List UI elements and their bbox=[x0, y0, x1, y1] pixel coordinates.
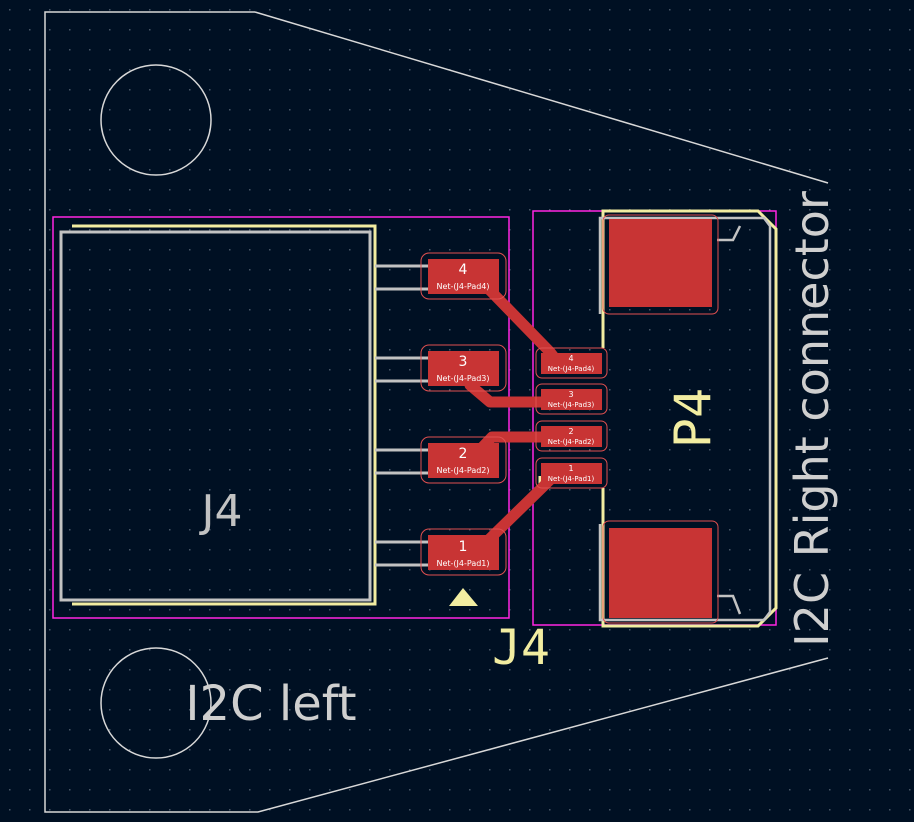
j4-fab-body bbox=[59, 230, 372, 602]
pad-clearance-outline bbox=[420, 436, 507, 484]
pad-number: 2 bbox=[568, 427, 573, 436]
pad-copper[interactable] bbox=[541, 426, 602, 447]
p4-fab-outline bbox=[598, 216, 772, 622]
pad-number: 3 bbox=[459, 354, 468, 370]
pad-net-name: Net-(J4-Pad1) bbox=[436, 559, 489, 568]
p4-pad-3[interactable]: 3 Net-(J4-Pad3) bbox=[535, 383, 608, 415]
j4-pads[interactable]: 4 Net-(J4-Pad4) 3 Net-(J4-Pad3) 2 Net-(J… bbox=[420, 252, 507, 576]
pad-clearance-outline bbox=[420, 528, 507, 576]
pad-clearance-outline bbox=[535, 420, 608, 452]
p4-pad-mount-bottom-outline bbox=[602, 520, 719, 624]
p4-pad-4[interactable]: 4 Net-(J4-Pad4) bbox=[535, 347, 608, 379]
board-text-right-label[interactable]: I2C Right connector bbox=[785, 191, 839, 647]
pad-copper[interactable] bbox=[428, 351, 499, 386]
p4-pad-mount-top[interactable] bbox=[609, 219, 712, 307]
pad-number: 1 bbox=[459, 539, 468, 555]
j4-silk-reference: J4 bbox=[492, 620, 550, 676]
p4-pads[interactable]: 4 Net-(J4-Pad4) 3 Net-(J4-Pad3) 2 Net-(J… bbox=[535, 347, 608, 489]
pad-net-name: Net-(J4-Pad3) bbox=[548, 401, 595, 409]
pad-clearance-outline bbox=[420, 252, 507, 300]
j4-pad-2[interactable]: 2 Net-(J4-Pad2) bbox=[420, 436, 507, 484]
p4-pad-mount-top-outline bbox=[602, 214, 719, 315]
board-outline[interactable] bbox=[44, 11, 829, 813]
pad-net-name: Net-(J4-Pad2) bbox=[548, 438, 595, 446]
j4-pad-3[interactable]: 3 Net-(J4-Pad3) bbox=[420, 344, 507, 392]
p4-pad-1[interactable]: 1 Net-(J4-Pad1) bbox=[535, 457, 608, 489]
j4-fab-reference: J4 bbox=[199, 486, 243, 537]
pad-copper[interactable] bbox=[541, 389, 602, 410]
pad-clearance-outline bbox=[420, 344, 507, 392]
pin1-marker-triangle bbox=[449, 588, 478, 606]
pad-clearance-outline bbox=[535, 347, 608, 379]
pad-number: 3 bbox=[568, 390, 573, 399]
pad-copper[interactable] bbox=[428, 535, 499, 570]
pad-net-name: Net-(J4-Pad2) bbox=[436, 466, 489, 475]
j4-pad-1[interactable]: 1 Net-(J4-Pad1) bbox=[420, 528, 507, 576]
pad-number: 2 bbox=[459, 446, 468, 462]
pad-net-name: Net-(J4-Pad3) bbox=[436, 374, 489, 383]
pad-copper[interactable] bbox=[541, 353, 602, 374]
board-outline-edge[interactable] bbox=[254, 11, 829, 184]
j4-pad-4[interactable]: 4 Net-(J4-Pad4) bbox=[420, 252, 507, 300]
j4-fab-pins bbox=[375, 264, 428, 567]
p4-silk-reference: P4 bbox=[664, 388, 722, 448]
p4-pad-2[interactable]: 2 Net-(J4-Pad2) bbox=[535, 420, 608, 452]
j4-silk-outline bbox=[72, 224, 377, 606]
pad-net-name: Net-(J4-Pad4) bbox=[548, 365, 595, 373]
p4-silk-outline bbox=[601, 209, 778, 628]
footprint-p4[interactable]: P4 bbox=[532, 209, 778, 628]
pad-number: 4 bbox=[459, 262, 468, 278]
p4-fab-latch-top bbox=[717, 225, 742, 242]
pad-number: 4 bbox=[568, 354, 573, 363]
j4-courtyard bbox=[52, 216, 510, 619]
pad-net-name: Net-(J4-Pad4) bbox=[436, 282, 489, 291]
mounting-hole-bottom[interactable] bbox=[100, 647, 212, 759]
p4-mounting-pads[interactable] bbox=[602, 214, 719, 624]
p4-fab-latch-bottom bbox=[717, 594, 742, 615]
pad-clearance-outline bbox=[535, 383, 608, 415]
pad-copper[interactable] bbox=[541, 463, 602, 484]
pad-clearance-outline bbox=[535, 457, 608, 489]
footprint-j4-left[interactable]: J4 bbox=[52, 216, 510, 619]
board-text-left-label[interactable]: I2C left bbox=[185, 676, 356, 732]
pad-copper[interactable] bbox=[428, 443, 499, 478]
pad-copper[interactable] bbox=[428, 259, 499, 294]
pad-number: 1 bbox=[568, 464, 573, 473]
pad-net-name: Net-(J4-Pad1) bbox=[548, 475, 595, 483]
mounting-hole-top[interactable] bbox=[100, 64, 212, 176]
p4-pad-mount-bottom[interactable] bbox=[609, 528, 712, 618]
